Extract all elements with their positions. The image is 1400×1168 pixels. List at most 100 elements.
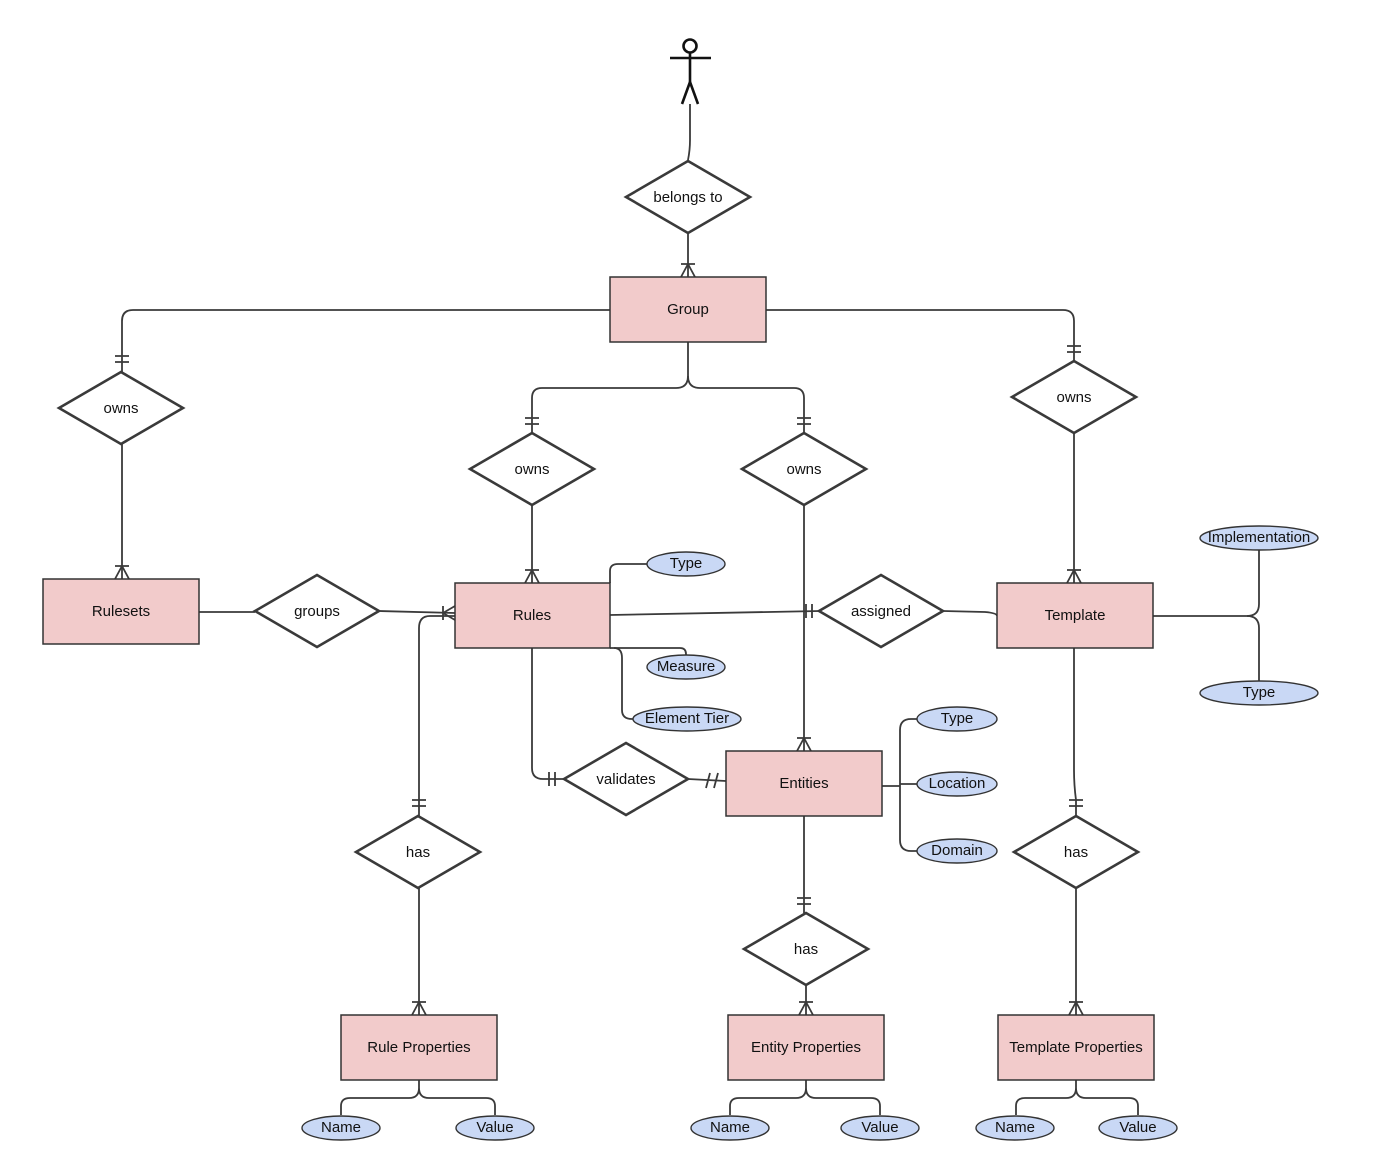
attribute-label: Type [941,710,974,727]
entity-entities[interactable]: Entities [725,750,883,817]
bars-one-has-templateprops [1069,799,1083,807]
attribute-templateprop-name[interactable]: Name [975,1115,1055,1141]
attribute-label: Value [861,1119,898,1136]
entity-group[interactable]: Group [609,276,767,343]
relationship-label: validates [596,771,655,788]
relationship-label: owns [1056,389,1091,406]
relationship-validates[interactable]: validates [561,741,691,817]
attribute-rules-type[interactable]: Type [646,551,726,577]
attribute-template-type[interactable]: Type [1199,680,1319,706]
attribute-ruleprop-name[interactable]: Name [301,1115,381,1141]
relationship-label: has [1064,844,1088,861]
entity-label: Group [667,301,709,318]
connector-entities-domain [899,786,917,852]
relationship-owns-rulesets[interactable]: owns [56,370,186,446]
entity-rule-properties[interactable]: Rule Properties [340,1014,498,1081]
cardinality-marks [114,263,1084,1016]
crowfoot-many-rules-left [442,605,456,621]
crowfoot-many-ruleprops [411,1001,427,1016]
connector-entityprops-attrs [729,1080,881,1115]
entity-rules[interactable]: Rules [454,582,611,649]
attribute-entities-domain[interactable]: Domain [916,838,998,864]
attribute-rules-measure[interactable]: Measure [646,654,726,680]
attribute-entityprop-name[interactable]: Name [690,1115,770,1141]
connector-rules-assigned [609,610,821,616]
entity-label: Rule Properties [367,1039,470,1056]
connector-template-has-templateprops [1073,647,1077,816]
attribute-label: Domain [931,842,983,859]
connector-entities-type [899,718,917,786]
attribute-rules-element-tier[interactable]: Element Tier [632,706,742,732]
relationship-groups[interactable]: groups [252,573,382,649]
relationship-label: owns [786,461,821,478]
connector-templateprops-attrs [1015,1080,1139,1115]
connector-group-owns-rules [531,342,689,433]
bars-one-has-entityprops [797,897,811,905]
bars-one-assigned [805,604,813,618]
attribute-entityprop-value[interactable]: Value [840,1115,920,1141]
crowfoot-many-rules [524,569,540,584]
relationship-label: belongs to [653,189,722,206]
attribute-entities-location[interactable]: Location [916,771,998,797]
attribute-label: Type [670,555,703,572]
relationship-label: has [794,941,818,958]
connector-template-type [1246,615,1260,681]
attribute-label: Value [1119,1119,1156,1136]
connector-group-owns-rulesets [121,309,610,372]
relationship-has-entity-properties[interactable]: has [741,911,871,987]
connector-group-owns-template [766,309,1075,362]
entity-template-properties[interactable]: Template Properties [997,1014,1155,1081]
relationship-label: groups [294,603,340,620]
connector-rules-has-ruleprops [418,615,455,816]
attribute-templateprop-value[interactable]: Value [1098,1115,1178,1141]
relationship-owns-rules[interactable]: owns [467,431,597,507]
attribute-template-implementation[interactable]: Implementation [1199,525,1319,551]
bars-one-owns-template [1067,345,1081,353]
relationship-label: owns [103,400,138,417]
attribute-label: Type [1243,684,1276,701]
crowfoot-many-templateprops [1068,1001,1084,1016]
bars-one-owns-rules [525,417,539,425]
relationship-assigned[interactable]: assigned [816,573,946,649]
relationship-label: owns [514,461,549,478]
attribute-label: Value [476,1119,513,1136]
relationship-belongs-to[interactable]: belongs to [623,159,753,235]
attribute-entities-type[interactable]: Type [916,706,998,732]
entity-entity-properties[interactable]: Entity Properties [727,1014,885,1081]
attribute-label: Measure [657,658,715,675]
connector-rules-measure [610,647,687,655]
crowfoot-many-entityprops [798,1001,814,1016]
entity-label: Entity Properties [751,1039,861,1056]
connector-rules-type [609,563,647,583]
crowfoot-many-template [1066,569,1082,584]
relationship-label: has [406,844,430,861]
relationship-has-rule-properties[interactable]: has [353,814,483,890]
crowfoot-many-group [680,263,696,278]
attribute-label: Name [995,1119,1035,1136]
bars-one-validates-right [705,772,719,789]
relationship-owns-entities[interactable]: owns [739,431,869,507]
relationship-owns-template[interactable]: owns [1009,359,1139,435]
bars-one-owns-rulesets [115,355,129,363]
attribute-label: Name [710,1119,750,1136]
entity-template[interactable]: Template [996,582,1154,649]
entity-label: Rulesets [92,603,150,620]
relationship-label: assigned [851,603,911,620]
relationship-has-template-properties[interactable]: has [1011,814,1141,890]
connector-validates-entities [687,778,727,782]
user-stick-figure-icon [670,38,711,105]
entity-label: Template Properties [1009,1039,1142,1056]
bars-one-owns-entities [797,417,811,425]
attribute-label: Implementation [1208,529,1311,546]
connector-template-attrs [1153,550,1260,617]
entity-label: Rules [513,607,551,624]
connector-rules-element-tier [613,647,634,720]
attribute-ruleprop-value[interactable]: Value [455,1115,535,1141]
connector-assigned-template [942,610,998,617]
entity-rulesets[interactable]: Rulesets [42,578,200,645]
connector-rules-validates [531,647,564,780]
bars-one-validates-left [548,772,556,786]
attribute-label: Name [321,1119,361,1136]
